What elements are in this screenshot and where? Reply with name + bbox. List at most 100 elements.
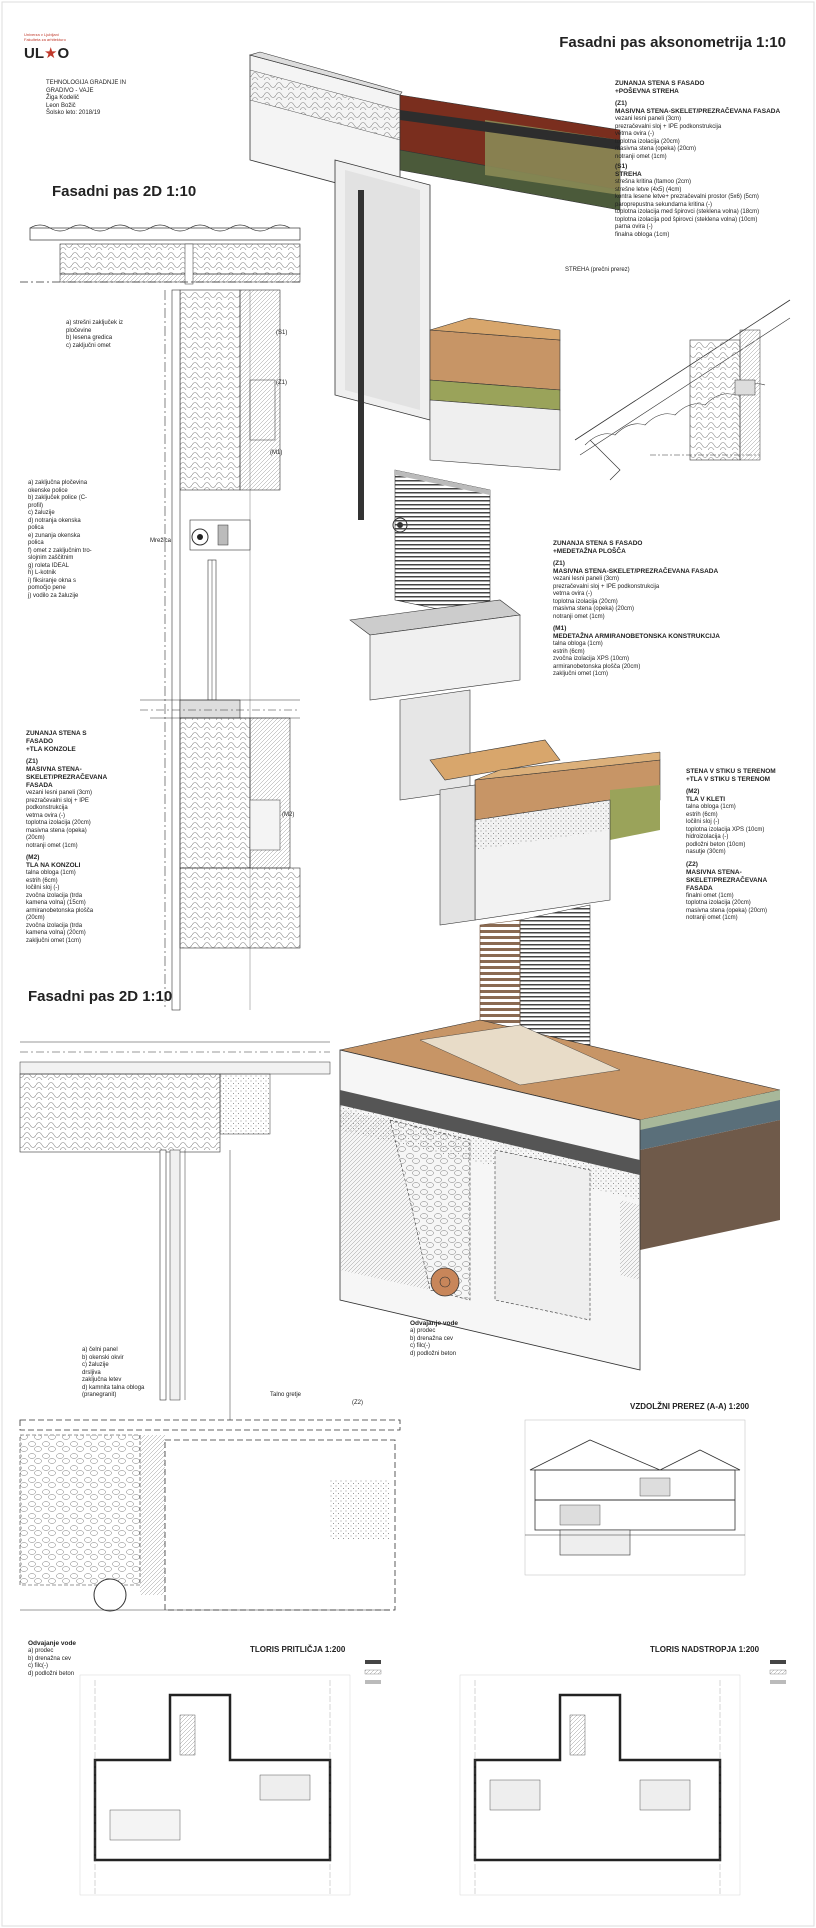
roof-block-s1-item: toplotna izolacija pod špirovci (steklen… [615, 216, 758, 223]
ground-block-title: +TLA V STIKU S TERENOM [686, 776, 771, 783]
floor-block-m1-item: talna obloga (1cm) [553, 641, 603, 647]
roof-label-a2: pločevine [66, 327, 92, 334]
window-label: h) L-kotnik [28, 570, 57, 576]
console-m2-item: kamena volna) (20cm) [26, 930, 86, 936]
ground-block-z2-item: masivna stena (opeka) (20cm) [686, 907, 768, 914]
window-label: e) zunanja okenska [28, 532, 81, 539]
tag-s1: (S1) [276, 330, 288, 336]
wall-2d-label: c) žaluzije [82, 1362, 109, 1368]
drainage-2d-item: b) drenažna cev [28, 1655, 72, 1662]
floor-block-m1-item: zaključni omet (1cm) [553, 671, 609, 677]
floor-block-z1-item: vezani lesni paneli (3cm) [553, 576, 620, 582]
window-label: b) zaključek police (C- [28, 495, 88, 501]
window-label: a) zaključna pločevina [28, 480, 88, 486]
course-line-2: GRADIVO - VAJE [46, 87, 94, 94]
tag-z2: (Z2) [352, 1400, 363, 1406]
console-title-3: +TLA KONZOLE [26, 746, 76, 753]
roof-block-z1-item: vezani lesni paneli (3cm) [615, 116, 682, 122]
wall-2d-label: (pranegranit) [82, 1392, 117, 1398]
console-z1: (Z1) [26, 758, 38, 765]
roof-label-c: c) zaključni omet [66, 342, 111, 349]
console-block: ZUNANJA STENA S FASADO +TLA KONZOLE (Z1)… [26, 730, 107, 945]
console-m2-item: zvočna izolacija (trda [26, 892, 83, 899]
console-z1-item: vezani lesni paneli (3cm) [26, 790, 93, 796]
roof-block-z1-title: MASIVNA STENA-SKELET/PREZRAČEVANA FASADA [615, 108, 781, 115]
roof-block-title: ZUNANJA STENA S FASADO [615, 80, 705, 87]
drainage-axon: Odvajanje vode a) prodec b) drenažna cev… [410, 1320, 458, 1358]
drainage-axon-item: b) drenažna cev [410, 1335, 454, 1342]
floor-block-z1: (Z1) [553, 560, 565, 567]
window-labels: a) zaključna pločevina okenske police b)… [28, 480, 92, 600]
mesh-label: Mrežica [150, 538, 172, 544]
ground-block-m2-item: talna obloga (1cm) [686, 804, 736, 810]
console-title-2: FASADO [26, 738, 54, 745]
window-label: g) roleta IDEAL [28, 562, 70, 569]
floor-block-z1-item: notranji omet (1cm) [553, 613, 605, 620]
floor-block-z1-title: MASIVNA STENA-SKELET/PREZRAČEVANA FASADA [553, 568, 719, 575]
floor-block-z1-item: prezračevalni sloj + IPE podkonstrukcija [553, 583, 660, 590]
roof-block-z1-item: masivna stena (opeka) (20cm) [615, 146, 697, 152]
console-m2-item: estrih (6cm) [26, 877, 58, 884]
console-m2-item: talna obloga (1cm) [26, 870, 76, 876]
floor-block-m1-item: estrih (6cm) [553, 648, 585, 655]
console-m2-item: zvočna izolacija (trda [26, 922, 83, 929]
drainage-axon-title: Odvajanje vode [410, 1320, 459, 1327]
console-title-1: ZUNANJA STENA S [26, 730, 87, 737]
ground-block-m2: (M2) [686, 788, 700, 795]
console-z1-item: (20cm) [26, 835, 45, 841]
roof-section-title: STREHA (prečni prerez) [565, 267, 630, 273]
ground-block-z2-title: SKELET/PREZRAČEVANA [686, 876, 768, 884]
console-z1-item: vetrna ovira (-) [26, 812, 66, 819]
long-section-title: VZDOLŽNI PREREZ (A-A) 1:200 [630, 1402, 750, 1411]
ground-block-m2-title: TLA V KLETI [686, 796, 726, 803]
wall-2d-label: a) čelni panel [82, 1347, 118, 1353]
console-z1-title: FASADA [26, 782, 53, 789]
plan-legend [364, 1660, 787, 1684]
ground-block-m2-item: podložni beton (10cm) [686, 841, 746, 848]
floor-block-title: ZUNANJA STENA S FASADO [553, 540, 643, 547]
section-2d-bottom [19, 1041, 401, 1612]
roof-section-detail [574, 299, 791, 481]
roof-block-s1-item: kontra lesene letve+ prezračevalni prost… [615, 194, 759, 200]
plan-upper-title: TLORIS NADSTROPJA 1:200 [650, 1645, 760, 1654]
window-label: f) omet z zaključnim tro- [28, 547, 92, 554]
console-z1-title: SKELET/PREZRAČEVANA [26, 774, 108, 781]
ground-block-m2-item: nasutje (30cm) [686, 849, 726, 855]
window-label: i) fiksiranje okna s [28, 577, 77, 584]
wall-2d-label: drsljiva [82, 1369, 101, 1376]
logo: Univerza v Ljubljani Fakulteta za arhite… [24, 32, 70, 62]
ground-block-z2-item: notranji omet (1cm) [686, 915, 738, 921]
roof-block-s1-item: paroprepustna sekundarna kritina (-) [615, 201, 713, 208]
wall-2d-labels: a) čelni panel b) okenski okvir c) žaluz… [82, 1347, 144, 1400]
floor-block-m1: (M1) [553, 625, 567, 632]
axonometric-drawing [248, 51, 781, 1371]
floor-block-m1-item: zvočna izolacija XPS (10cm) [553, 656, 630, 662]
ground-block: STENA V STIKU S TERENOM +TLA V STIKU S T… [686, 768, 776, 923]
roof-block-s1-item: toplotna izolacija med špirovci (steklen… [615, 209, 760, 215]
course-line-1: TEHNOLOGIJA GRADNJE IN [46, 80, 127, 86]
roof-block-s1: (S1) [615, 163, 628, 170]
roof-block-z1-item: toplotna izolacija (20cm) [615, 138, 680, 145]
floor-heating-label: Talno gretje [270, 1392, 302, 1398]
roof-block-s1-item: strešne letve (4x5) (4cm) [615, 186, 682, 193]
roof-block-s1-item: strešna kritina (ltamoo (2cm) [615, 179, 692, 185]
long-section [524, 1419, 746, 1576]
drainage-2d: Odvajanje vode a) prodec b) drenažna cev… [28, 1640, 76, 1678]
drainage-axon-item: d) podložni beton [410, 1350, 457, 1357]
roof-block-title: +POŠEVNA STREHA [615, 88, 679, 95]
console-z1-item: podkonstrukcija [26, 805, 68, 811]
floor-block-z1-item: masivna stena (opeka) (20cm) [553, 606, 635, 612]
window-label: slojnim zaščitnim [28, 555, 74, 561]
drainage-2d-item: c) filc(-) [28, 1663, 48, 1669]
course-info: TEHNOLOGIJA GRADNJE IN GRADIVO - VAJE Ži… [46, 80, 126, 118]
console-m2-title: TLA NA KONZOLI [26, 862, 81, 869]
floor-block: ZUNANJA STENA S FASADO +MEDETAŽNA PLOŠČA… [553, 540, 720, 679]
roof-block-s1-item: finalna obloga (1cm) [615, 231, 670, 238]
ground-block-m2-item: toplotna izolacija XPS (10cm) [686, 826, 765, 833]
drainage-axon-item: a) prodec [410, 1328, 436, 1334]
tag-m2: (M2) [282, 812, 295, 818]
floor-block-m1-title: MEDETAŽNA ARMIRANOBETONSKA KONSTRUKCIJA [553, 633, 720, 640]
window-label: j) vodilo za žaluzije [28, 592, 79, 599]
logo-small-text: Univerza v Ljubljani Fakulteta za arhite… [24, 32, 66, 42]
roof-block-z1-item: vetrna ovira (-) [615, 131, 655, 137]
